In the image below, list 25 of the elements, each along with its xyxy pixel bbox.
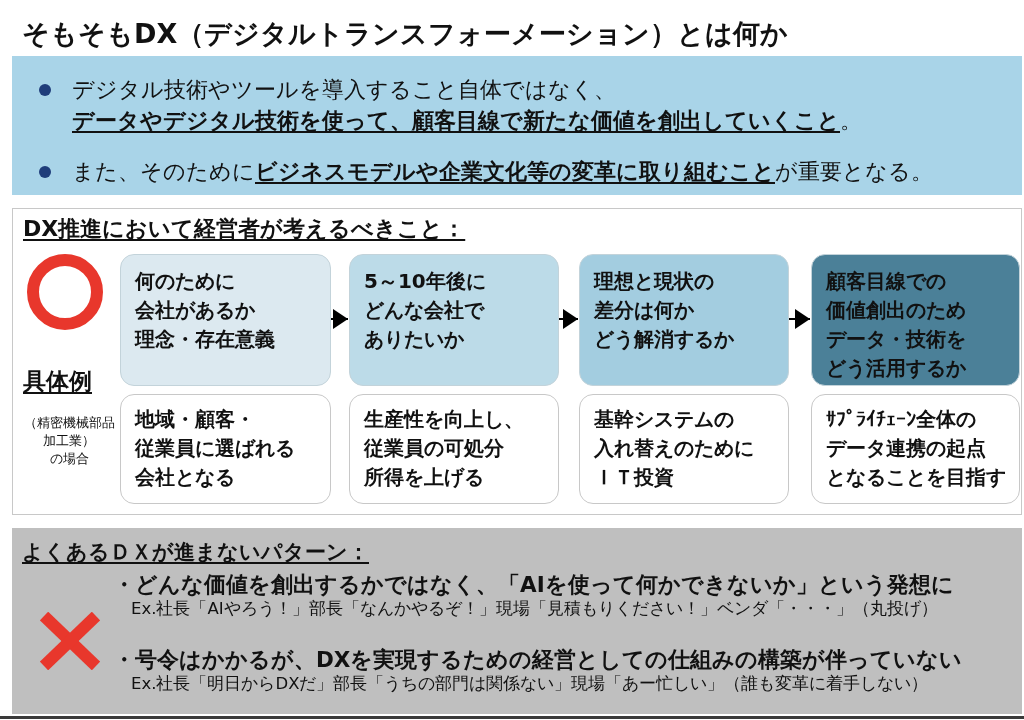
bullet-text: また、そのためにビジネスモデルや企業文化等の変革に取り組むことが重要となる。 [72,158,933,186]
example-box: 基幹システムの入れ替えのためにＩＴ投資 [579,394,789,504]
step-box: 5～10年後にどんな会社でありたいか [349,254,559,386]
page-title: そもそもDX（デジタルトランスフォーメーション）とは何か [22,17,789,51]
section-heading: よくあるＤＸが進まないパターン： [22,539,369,566]
section-heading: DX推進において経営者が考えるべきこと： [23,215,466,243]
arrow [557,309,579,329]
pattern-panel [12,528,1022,714]
bullet-text: デジタル技術やツールを導入すること自体ではなく、データやデジタル技術を使って、顧客目線で新たな価値を創出していくこと。 [72,76,862,135]
step-box: 顧客目線での価値創出のためデータ・技術をどう活用するか [811,254,1020,386]
arrow [787,309,811,329]
example-box: 生産性を向上し、従業員の可処分所得を上げる [349,394,559,504]
note-text: （精密機械部品加工業）の場合 [22,414,116,468]
example-box: 地域・顧客・従業員に選ばれる会社となる [120,394,331,504]
bullet-text: ・どんな価値を創出するかではなく、「AIを使って何かできないか」という発想に [113,572,954,598]
info-band [12,56,1022,195]
content-panel [12,208,1022,515]
bullet-text: ・号令はかかるが、DXを実現するための経営としての仕組みの構築が伴っていない [113,647,963,673]
step-box: 何のために会社があるか理念・存在意義 [120,254,331,386]
step-box: 理想と現状の差分は何かどう解消するか [579,254,789,386]
example-text: Ex.社長「明日からDXだ」部長「うちの部門は関係ない」現場「あー忙しい」（誰も変革に着手しない） [131,673,929,695]
arrow [329,309,349,329]
section-label: 具体例 [23,367,92,396]
example-box: ｻﾌﾟﾗｲﾁｪｰﾝ全体のデータ連携の起点となることを目指す [811,394,1020,504]
example-text: Ex.社長「AIやろう！」部長「なんかやるぞ！」現場「見積もりください！」ベンダ「・・・」（丸投げ） [131,598,938,620]
